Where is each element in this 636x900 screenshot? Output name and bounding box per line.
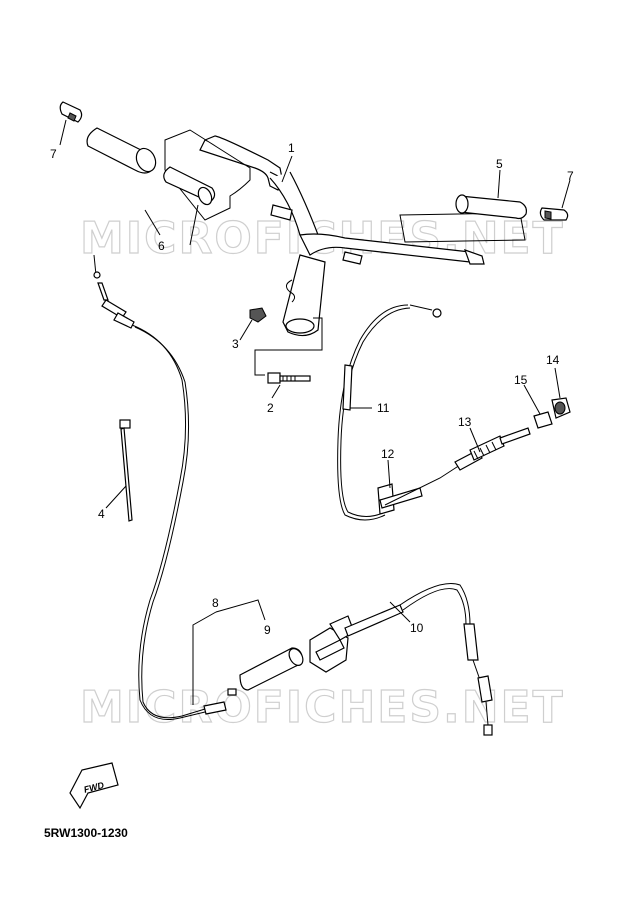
cable-tie-part [119, 419, 133, 522]
brake-cable-front-part [344, 583, 493, 736]
handlebar-part [199, 135, 485, 337]
callout-1: 1 [288, 141, 295, 155]
throttle-housing-part [309, 615, 355, 673]
brake-cable-rear-part [337, 304, 442, 521]
cable-adjuster-part [384, 427, 531, 506]
callout-10: 10 [410, 621, 424, 635]
callout-8: 8 [212, 596, 219, 610]
right-grip-part [455, 194, 569, 221]
callout-2: 2 [267, 401, 274, 415]
bolt-part [267, 372, 311, 384]
adjuster-nut-part [551, 397, 571, 419]
leader-lines [59, 119, 571, 623]
callout-7-left: 7 [50, 147, 57, 161]
bar-end-left-part [59, 101, 83, 123]
callout-3: 3 [232, 337, 239, 351]
throttle-cable-part [93, 254, 237, 720]
callout-11: 11 [377, 401, 390, 415]
callout-14: 14 [546, 353, 560, 367]
callout-15: 15 [514, 373, 528, 387]
callout-5: 5 [496, 157, 503, 171]
left-grip-part [86, 127, 216, 206]
diagram-code: 5RW1300-1230 [44, 826, 128, 840]
callout-9: 9 [264, 623, 271, 637]
fwd-arrow-icon: FWD [69, 762, 119, 810]
cable-bracket-part [377, 483, 423, 515]
cable-joint-part [533, 411, 553, 429]
throttle-grip-part [239, 647, 304, 691]
callout-13: 13 [458, 415, 472, 429]
callout-4: 4 [98, 507, 105, 521]
callout-12: 12 [381, 447, 395, 461]
nut-part [249, 307, 267, 323]
callout-6: 6 [158, 239, 165, 253]
callout-7-right: 7 [567, 169, 574, 183]
